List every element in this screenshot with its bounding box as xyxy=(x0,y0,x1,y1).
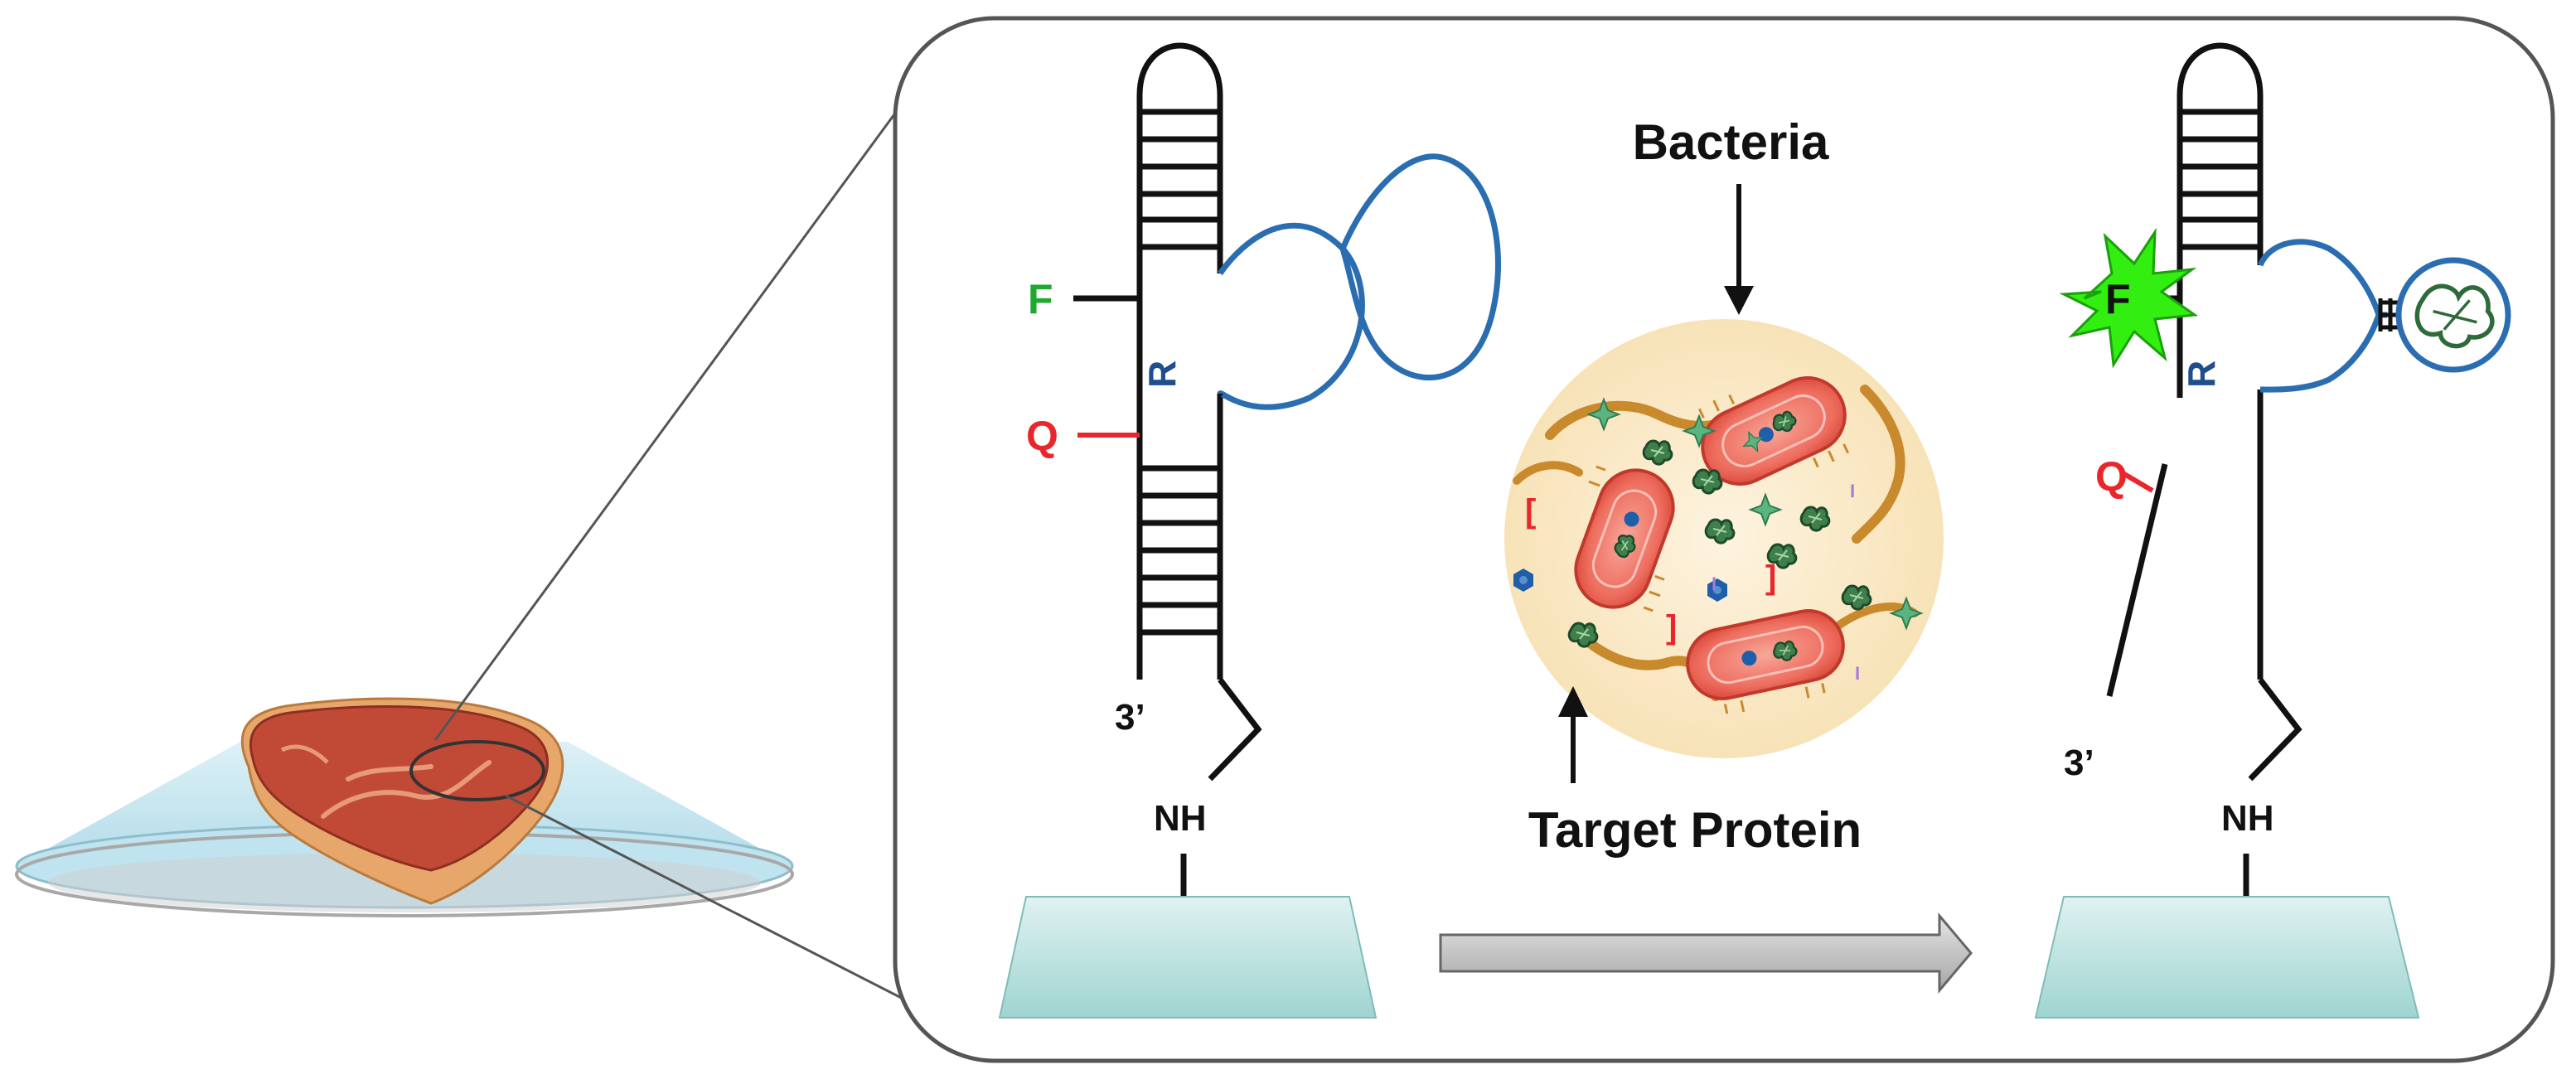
target-protein-arrow xyxy=(1558,686,1588,783)
zoom-line-lower xyxy=(505,794,952,1025)
left-3prime-label: 3’ xyxy=(1115,697,1145,738)
left-fluorophore-label: F xyxy=(1028,276,1053,322)
right-3prime-label: 3’ xyxy=(2064,743,2094,783)
left-aptamer-loop xyxy=(1217,153,1501,410)
svg-text:]: ] xyxy=(1765,559,1776,596)
starburst-icon xyxy=(2059,227,2199,369)
right-substrate xyxy=(2034,896,2420,1019)
meat-icon xyxy=(240,697,564,905)
right-aptamer-complex xyxy=(2257,239,2511,393)
right-quencher-label: Q xyxy=(2095,453,2128,500)
left-substrate xyxy=(998,896,1378,1019)
sample-circle: [ ] ] I I I xyxy=(1504,319,1944,758)
bacteria-arrow xyxy=(1724,184,1754,315)
right-arrow-icon xyxy=(1439,912,1973,994)
svg-text:I: I xyxy=(1855,663,1860,684)
right-amine-label: NH xyxy=(2221,798,2274,839)
svg-text:I: I xyxy=(1712,573,1717,594)
target-protein-label: Target Protein xyxy=(1528,802,1862,858)
left-restriction-label: R xyxy=(1140,361,1184,388)
left-quencher-label: Q xyxy=(1026,413,1058,459)
left-amine-label: NH xyxy=(1154,798,1207,839)
bacteria-label: Bacteria xyxy=(1633,114,1829,170)
svg-text:[: [ xyxy=(1525,493,1536,530)
right-fluorophore-label: F xyxy=(2105,276,2131,322)
right-restriction-label: R xyxy=(2180,361,2223,388)
left-probe xyxy=(1073,42,1262,930)
right-quencher-tether xyxy=(2123,472,2154,493)
zoom-line-upper xyxy=(433,76,923,741)
svg-text:]: ] xyxy=(1666,609,1677,646)
svg-text:I: I xyxy=(1850,481,1855,501)
